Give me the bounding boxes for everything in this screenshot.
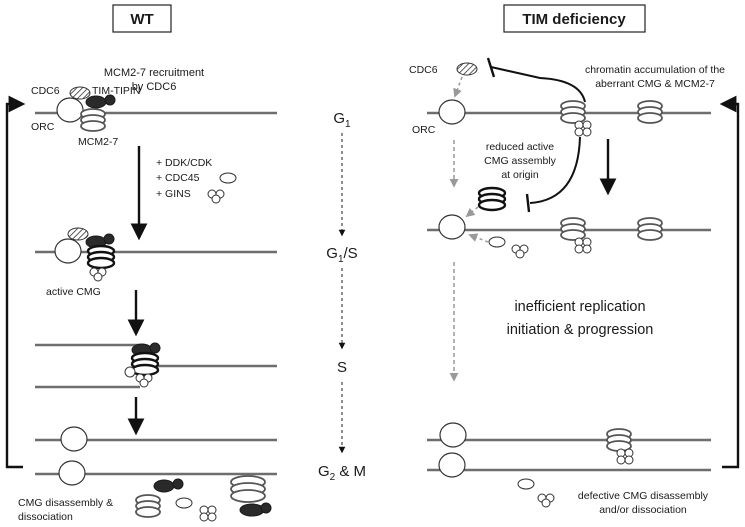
mcm-icon [80,108,106,132]
phase-g1s: G1/S [326,245,357,265]
wt-cdc6-label: CDC6 [31,85,60,97]
wt-g1s-complex [54,227,116,282]
tim-reduced-line1: reduced active [486,141,554,153]
phase-g1: G1 [333,110,351,130]
wt-disassembly-line2: dissociation [18,511,73,523]
tim-panel: TIM deficiency CDC6 ORC chromatin accumu… [409,4,740,516]
wt-recruit-line1: MCM2-7 recruitment [104,67,204,79]
tim-inefficient-line2: initiation & progression [507,322,654,338]
wt-factor-gins: + GINS [156,188,191,200]
tim-cdc6-label: CDC6 [409,64,438,76]
tim-defective-line2: and/or dissociation [599,504,687,516]
tim-cdc6-dashed-arrow [453,76,463,98]
wt-g1-complex [56,86,116,132]
tim-title-box [503,4,646,33]
tim-cmg-dashed-arrow [465,206,479,218]
gins-icon [207,189,225,204]
tim-g2-orc-top [439,422,467,448]
orc-icon [56,97,84,123]
tim-accum-line1: chromatin accumulation of the [585,64,725,76]
tim-inhibit-assembly [529,136,581,204]
wt-disassembly-line1: CMG disassembly & [18,497,113,509]
tim-free-dashed-arrow [468,233,489,243]
tim-tipin-icon [85,95,107,109]
wt-g2-orc-top [60,426,88,452]
tim-inhibit-cdc6-bar [486,57,496,78]
wt-tim-tipin-label: TIM-TIPIN [92,85,140,97]
tim-accum-line2: aberrant CMG & MCM2-7 [595,78,715,90]
tim-inefficient-line1: inefficient replication [514,299,645,315]
cdc6-icon [69,86,91,100]
tim-aberrant-mcm-2 [637,217,663,241]
phase-g2m: G2 & M [318,463,366,483]
wt-factor-ddk: + DDK/CDK [156,157,212,169]
phase-column: G1 G1/S S G2 & M [318,110,366,483]
tim-g1-orc [438,99,466,125]
phase-s: S [337,359,347,376]
wt-factor-cdc45: + CDC45 [156,172,200,184]
tim-defective-line1: defective CMG disassembly [578,490,709,502]
wt-title-box [112,4,172,33]
tim-cdc45-free [488,236,506,248]
tim-aberrant-mcm-1 [637,100,663,124]
tim-aberrant-cmg-1 [560,100,592,137]
tim-inhibit-cdc6 [490,66,586,103]
wt-dissociated-proteins [135,475,272,522]
tim-g1s-orc [438,214,466,240]
tim-reduced-line3: at origin [501,169,539,181]
tim-inhibit-assembly-bar [525,193,531,213]
tim-g2-orc-bottom [438,452,466,478]
tim-g2-cdc45 [517,478,535,490]
wt-active-cmg-label: active CMG [46,286,101,298]
cdc45-icon [219,172,237,184]
wt-orc-label: ORC [31,121,55,133]
wt-g2-orc-bottom [58,460,86,486]
wt-cycle-bracket [5,95,26,469]
tim-cdc6-icon [456,62,478,76]
wt-panel: WT MCM2-7 recruitment by CDC6 CDC6 TIM-T… [5,4,277,523]
tim-unassembled-cmg [477,186,507,212]
tim-gins-free [511,244,529,259]
tim-orc-label: ORC [412,124,436,136]
tim-g2-gins [537,493,555,508]
tim-cycle-bracket [719,95,740,469]
wt-recruit-line2: by CDC6 [132,81,177,93]
wt-mcm-label: MCM2-7 [78,136,118,148]
tim-stuck-cmg [606,428,634,465]
tim-aberrant-cmg-2 [560,217,592,254]
tim-reduced-line2: CMG assembly [484,155,557,167]
wt-title: WT [130,11,153,28]
wt-s-replisome [124,342,161,388]
tim-title: TIM deficiency [522,11,626,28]
